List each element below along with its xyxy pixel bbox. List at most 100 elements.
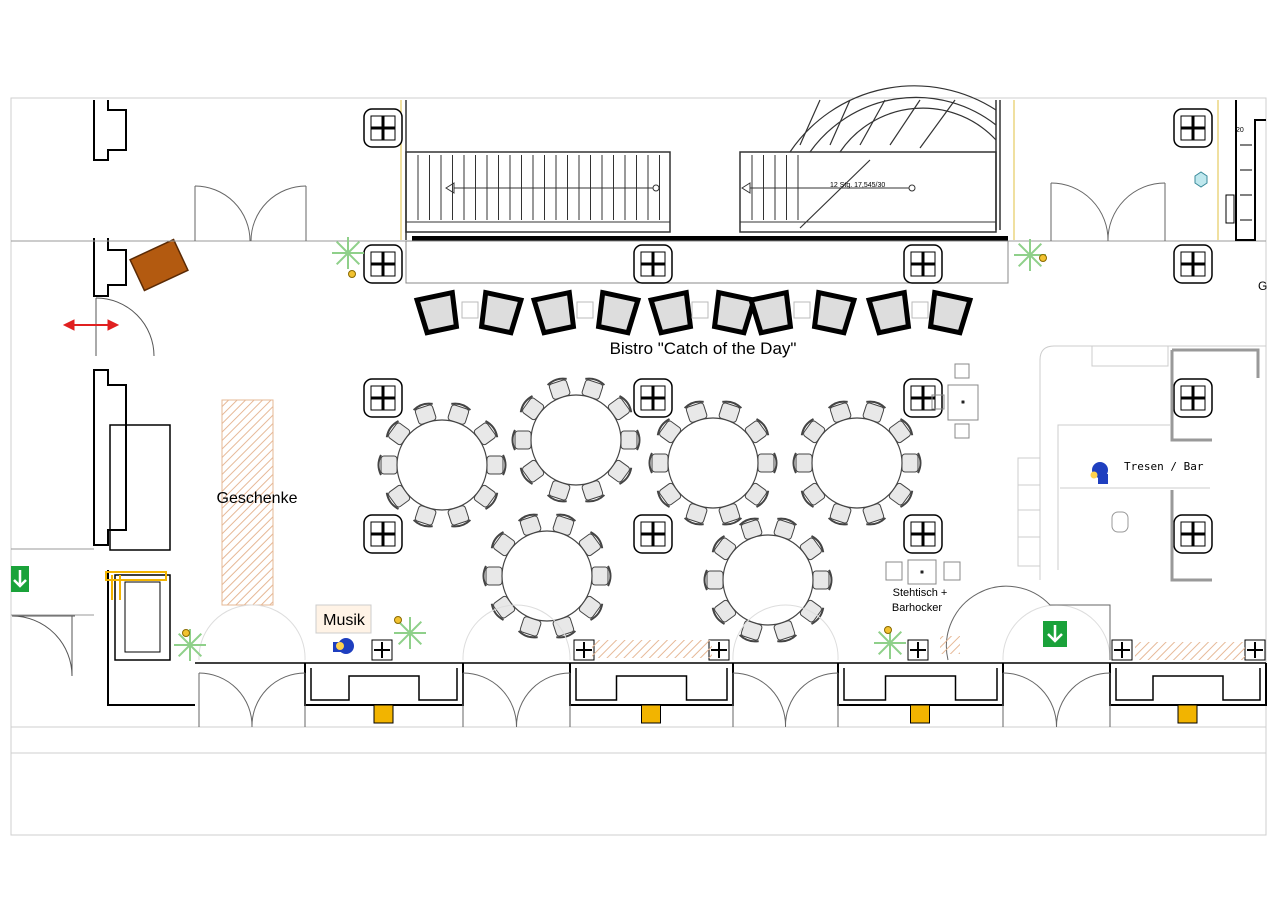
- bar-counter-zone: [405, 240, 1009, 284]
- column: [1173, 378, 1213, 418]
- plant-icon: [1014, 239, 1046, 271]
- standing-tables: [885, 363, 979, 585]
- stool-side: [911, 301, 929, 319]
- table-top: [722, 534, 814, 626]
- chair: [552, 616, 577, 639]
- door-swing: [462, 672, 518, 728]
- column: [1173, 244, 1213, 284]
- column: [903, 244, 943, 284]
- door-swing: [198, 672, 253, 728]
- cabinet: [129, 238, 189, 292]
- column: [633, 244, 673, 284]
- plant-icon: [332, 237, 364, 269]
- chair: [482, 565, 503, 587]
- bar-stool: [865, 289, 912, 336]
- chair: [591, 565, 612, 587]
- emergency-exit-icon: [11, 566, 29, 592]
- stool-side: [691, 301, 709, 319]
- stool-side: [461, 301, 479, 319]
- column: [363, 378, 403, 418]
- ceiling-light-icon: [394, 616, 402, 624]
- bar-stool: [647, 289, 694, 336]
- staircase: [405, 100, 1001, 240]
- lights: [182, 254, 1047, 637]
- column-small: [1111, 639, 1133, 661]
- wall-hatch: [105, 571, 167, 600]
- facade-bay: [1109, 663, 1267, 706]
- round-table: [511, 377, 641, 503]
- round-table: [648, 400, 778, 526]
- bar-stools: [413, 289, 974, 336]
- column-small: [371, 639, 393, 661]
- exit-door-swing: [945, 585, 1111, 661]
- chair: [757, 452, 778, 474]
- bar-stool: [927, 289, 974, 336]
- table-top: [667, 417, 759, 509]
- door-swing: [515, 672, 571, 728]
- chair: [703, 569, 724, 591]
- bar-stool: [747, 289, 794, 336]
- chair: [620, 429, 641, 451]
- door-swing-inner: [462, 604, 571, 661]
- person-icon: [1090, 462, 1108, 484]
- chair: [901, 452, 922, 474]
- door-swing: [251, 672, 306, 728]
- stool-side: [793, 301, 811, 319]
- facade-niche: [843, 668, 998, 701]
- ceiling-light-icon: [348, 270, 356, 278]
- hatch-strip: [592, 640, 712, 658]
- standing-table-label-2: Barhocker: [892, 602, 942, 614]
- bar-stool: [811, 289, 858, 336]
- chair: [447, 402, 472, 425]
- plant-icon: [394, 617, 426, 649]
- door-swing-inner: [198, 604, 306, 661]
- facade-bay: [837, 663, 1004, 706]
- bar-stool: [478, 289, 525, 336]
- standing-table-label-1: Stehtisch +: [893, 587, 948, 599]
- facade-column: [641, 704, 661, 724]
- column: [903, 514, 943, 554]
- facade-column: [910, 704, 930, 724]
- table-top: [811, 417, 903, 509]
- door-swing: [732, 672, 787, 728]
- stair-arrows: [445, 182, 916, 194]
- chair: [773, 517, 798, 540]
- column: [363, 108, 403, 148]
- plan-frame: [10, 97, 1267, 836]
- column: [633, 514, 673, 554]
- column: [903, 378, 943, 418]
- edge-letter: G: [1258, 279, 1267, 293]
- round-table: [703, 517, 833, 643]
- facade-column: [1177, 704, 1198, 724]
- chair: [862, 400, 887, 423]
- facade-bay: [304, 663, 464, 706]
- left-door: [11, 297, 155, 677]
- column: [363, 514, 403, 554]
- hatch-strip: [1135, 642, 1245, 660]
- top-doors: [194, 182, 1166, 242]
- double-arrow-icon: [62, 319, 120, 331]
- chair: [581, 480, 606, 503]
- door-swing: [1055, 672, 1111, 728]
- round-table: [482, 513, 612, 639]
- chair: [581, 377, 606, 400]
- spiral-stair: [789, 85, 997, 229]
- chair: [683, 503, 708, 526]
- column-small: [573, 639, 595, 661]
- chair: [511, 429, 532, 451]
- round-tables: [377, 377, 922, 643]
- column: [363, 244, 403, 284]
- ceiling-light-icon: [884, 626, 892, 634]
- column-small: [1244, 639, 1266, 661]
- chair: [412, 402, 437, 425]
- music-stage: [315, 604, 372, 634]
- chair: [517, 616, 542, 639]
- ceiling-light-icon: [1039, 254, 1047, 262]
- door-swing: [784, 672, 839, 728]
- gallery-edge: [412, 236, 1008, 241]
- round-table: [377, 402, 507, 528]
- facade: [195, 585, 1267, 728]
- facade-bay: [569, 663, 734, 706]
- plant-icon: [874, 627, 906, 659]
